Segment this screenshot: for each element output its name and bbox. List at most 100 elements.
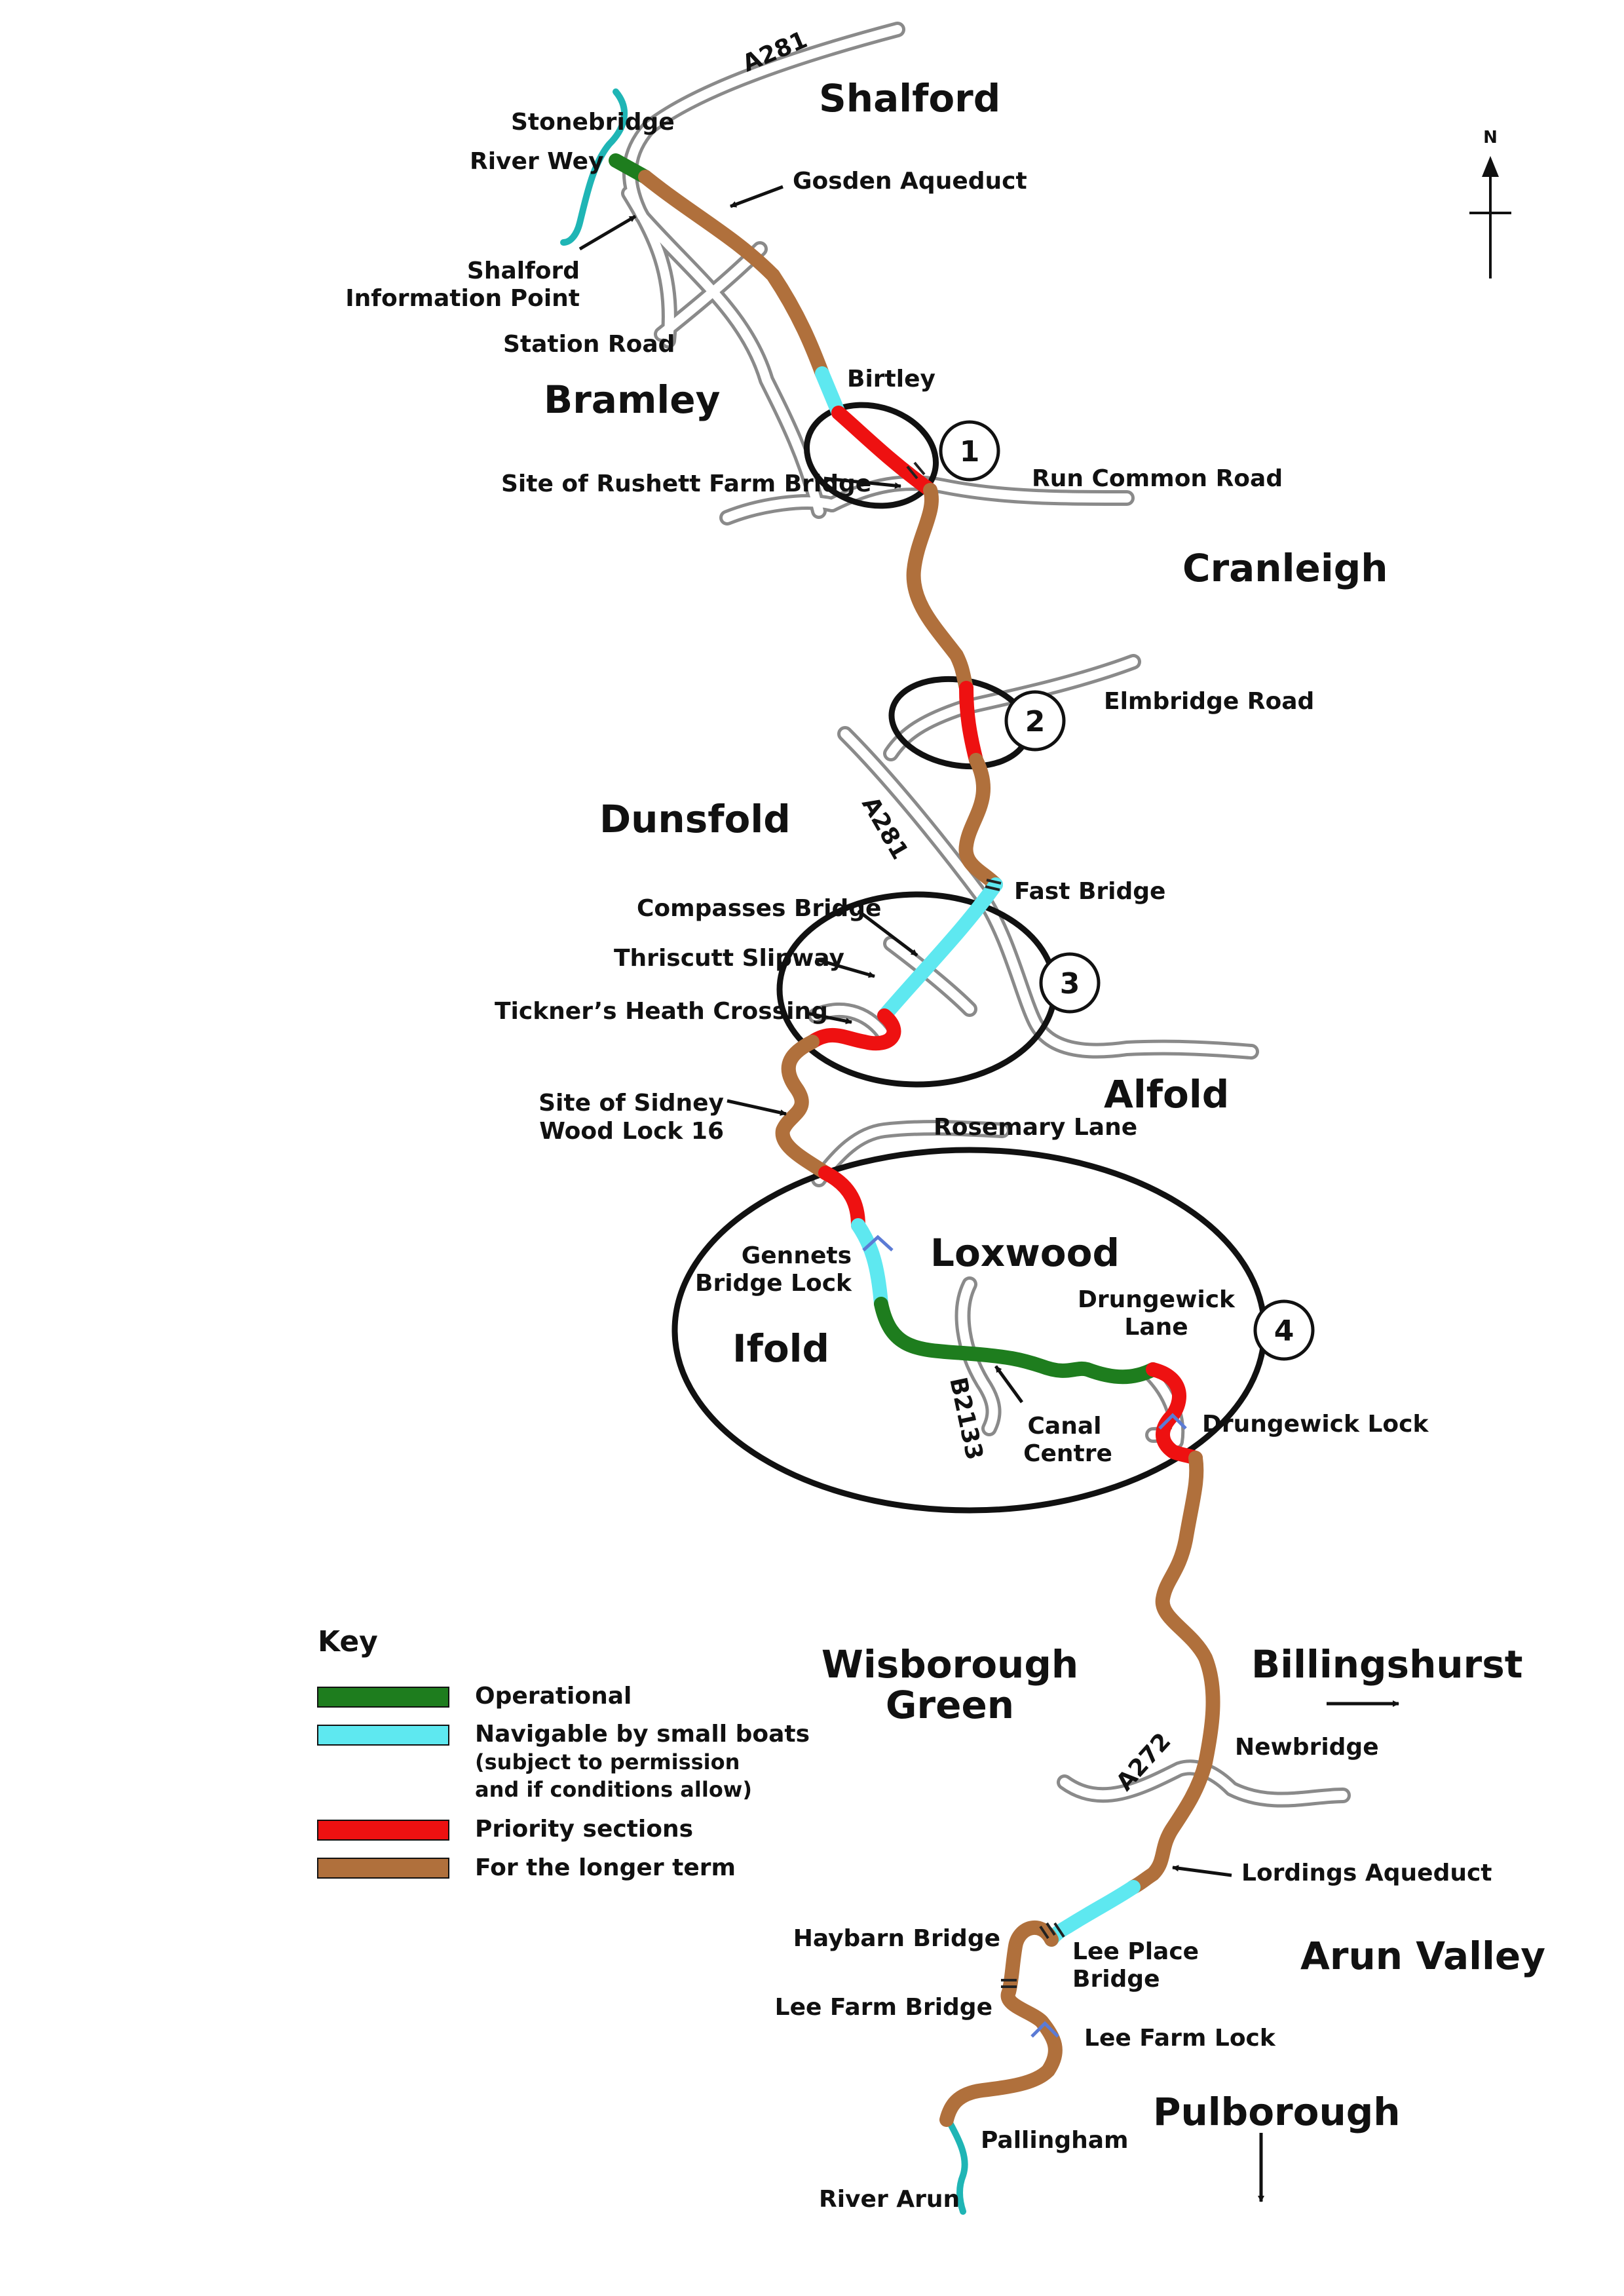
canal-priority-rosemary: [818, 1166, 865, 1233]
label-rosemary-lane: Rosemary Lane: [934, 1114, 1137, 1141]
canal-longer-term-cranleigh: [906, 483, 973, 695]
label-lordings-aqueduct: Lordings Aqueduct: [1241, 1860, 1492, 1886]
priority-area-1-number: 1: [960, 435, 980, 469]
label-sidney-2: Wood Lock 16: [539, 1118, 724, 1145]
priority-area-1-outline: [803, 402, 939, 509]
place-shalford: Shalford: [819, 76, 1000, 121]
gennets-lock-mark: [862, 1234, 894, 1252]
label-newbridge: Newbridge: [1235, 1734, 1379, 1761]
fast-bridge-mark: [985, 879, 1002, 891]
label-run-common-road: Run Common Road: [1032, 465, 1283, 492]
rushett-bridge-mark: [906, 461, 926, 480]
gosden-arrow: [730, 185, 784, 208]
north-compass: N: [1469, 128, 1511, 278]
key-note-navigable-1: (subject to permission: [475, 1750, 740, 1774]
label-shalford-info-2: Information Point: [345, 285, 580, 312]
canal-longer-term-arun: [939, 1921, 1063, 2127]
label-canal-centre-1: Canal: [1028, 1413, 1102, 1440]
priority-area-2: 2: [1004, 690, 1066, 752]
label-lee-farm-bridge: Lee Farm Bridge: [775, 1994, 992, 2021]
priority-area-4: 4: [1253, 1299, 1315, 1361]
rushett-arrow: [823, 476, 901, 489]
place-alfold: Alfold: [1104, 1072, 1229, 1117]
lee-farm-bridge-mark: [1001, 1979, 1017, 1988]
priority-area-1: 1: [939, 420, 1000, 482]
rivers: [560, 88, 968, 2215]
lordings-arrow: [1172, 1865, 1232, 1877]
label-thriscutt-slipway: Thriscutt Slipway: [614, 945, 844, 972]
label-birtley: Birtley: [847, 366, 935, 392]
canal-navigable-lordings: [1044, 1880, 1141, 1947]
place-arun-valley: Arun Valley: [1300, 1934, 1545, 1978]
label-rushett: Site of Rushett Farm Bridge: [501, 470, 871, 497]
thriscutt-arrow: [815, 957, 875, 978]
key-swatch-navigable: [317, 1725, 449, 1746]
leader-arrows: [578, 185, 1399, 2202]
canal-navigable-area-3: [877, 877, 1003, 1023]
label-pallingham: Pallingham: [981, 2127, 1129, 2154]
label-shalford-info-1: Shalford: [467, 258, 580, 284]
label-tickners-heath: Tickner’s Heath Crossing: [495, 998, 828, 1025]
compasses-arrow: [857, 909, 918, 957]
lee-place-bridge-mark: [1053, 1922, 1065, 1938]
label-river-wey: River Wey: [470, 148, 604, 175]
priority-area-4-number: 4: [1274, 1314, 1294, 1348]
haybarn-bridge-mark: [1039, 1922, 1056, 1940]
canal-priority-tickners: [805, 1008, 901, 1051]
canal-priority-drungewick: [1146, 1362, 1203, 1465]
canal-operational-loxwood: [874, 1297, 1160, 1385]
label-river-arun: River Arun: [819, 2186, 960, 2213]
place-wisborough: Wisborough: [821, 1642, 1078, 1687]
label-compasses-bridge: Compasses Bridge: [637, 895, 881, 922]
place-dunsfold: Dunsfold: [599, 797, 791, 841]
label-canal-centre-2: Centre: [1023, 1440, 1112, 1467]
label-elmbridge-road: Elmbridge Road: [1104, 688, 1314, 715]
place-ifold: Ifold: [732, 1326, 829, 1371]
label-lee-place-1: Lee Place: [1072, 1938, 1199, 1965]
key-swatch-longer-term: [317, 1858, 449, 1879]
sidney-arrow: [727, 1099, 787, 1116]
priority-area-2-number: 2: [1025, 705, 1046, 738]
label-haybarn-bridge: Haybarn Bridge: [793, 1925, 1000, 1952]
label-lee-place-2: Bridge: [1072, 1966, 1160, 1993]
lock-marks: [862, 1234, 1187, 2038]
key-label-operational: Operational: [475, 1683, 632, 1710]
canal: [609, 153, 1220, 2127]
key-label-longer-term: For the longer term: [475, 1854, 736, 1881]
river-wey: [560, 88, 628, 246]
label-drungewick-lane-1: Drungewick: [1078, 1286, 1236, 1313]
place-billingshurst: Billingshurst: [1251, 1642, 1523, 1687]
canal-priority-area-1: [831, 406, 937, 497]
place-loxwood: Loxwood: [930, 1231, 1120, 1275]
lee-farm-lock-mark: [1030, 2021, 1059, 2038]
label-gennets-1: Gennets: [742, 1242, 852, 1269]
river-arun: [943, 2113, 968, 2215]
place-green: Green: [886, 1683, 1014, 1727]
shalford-info-arrow: [578, 214, 637, 251]
place-names: Shalford Bramley Cranleigh Dunsfold Alfo…: [544, 76, 1545, 2134]
label-drungewick-lane-2: Lane: [1124, 1314, 1188, 1341]
priority-area-numbers: 1 2 3 4: [939, 420, 1315, 1361]
label-station-road: Station Road: [503, 331, 675, 358]
key-label-priority: Priority sections: [475, 1816, 693, 1843]
key-swatch-priority: [317, 1820, 449, 1841]
canal-longer-term-dunsfold: [958, 753, 1003, 892]
label-lee-farm-lock: Lee Farm Lock: [1084, 2025, 1276, 2052]
bridge-marks: [906, 461, 1065, 1988]
place-pulborough: Pulborough: [1153, 2090, 1401, 2134]
key-label-navigable: Navigable by small boats: [475, 1721, 810, 1748]
canal-longer-term-gosden: [638, 170, 829, 381]
key-swatch-operational: [317, 1687, 449, 1708]
place-cranleigh: Cranleigh: [1182, 546, 1388, 590]
tickners-arrow: [805, 1011, 852, 1025]
priority-area-3: 3: [1039, 952, 1101, 1014]
label-gosden-aqueduct: Gosden Aqueduct: [793, 168, 1027, 195]
map-key: Key Operational Navigable by small boats…: [317, 1625, 810, 1881]
feature-labels: Stonebridge River Wey Gosden Aqueduct Sh…: [345, 109, 1492, 2213]
label-gennets-2: Bridge Lock: [695, 1270, 852, 1297]
drungewick-lock-mark: [1158, 1413, 1187, 1430]
priority-area-3-outline: [776, 891, 1058, 1088]
compass-north-label: N: [1483, 128, 1498, 147]
key-heading: Key: [318, 1625, 378, 1658]
